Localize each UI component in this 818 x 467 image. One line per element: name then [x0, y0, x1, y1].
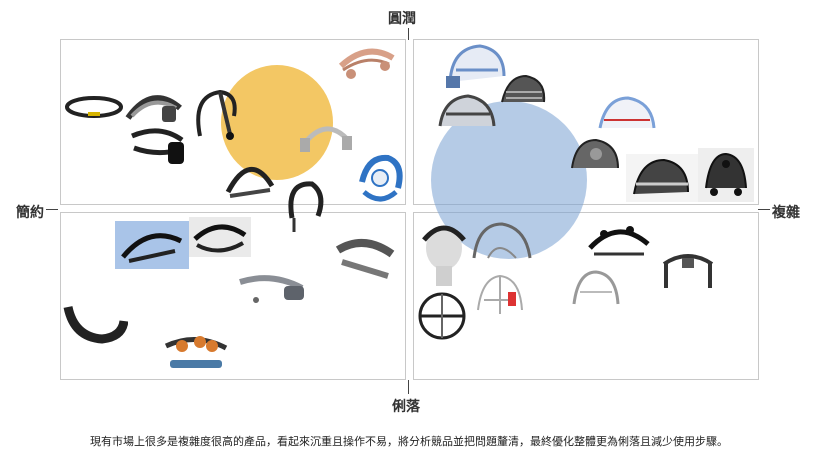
eeg-headset-round-image	[225, 166, 275, 198]
eeg-net-red-image	[477, 274, 523, 314]
eeg-headset-blue-image	[359, 154, 403, 202]
axis-label-sleek: 俐落	[392, 399, 420, 415]
eeg-headband-slim-image	[239, 275, 304, 303]
simple-cluster-highlight	[221, 65, 333, 180]
eeg-cap-white-red-image	[598, 96, 656, 129]
eeg-cap-black-white-image	[626, 154, 698, 202]
axis-tick-left	[46, 209, 58, 210]
eeg-neckband-image	[63, 305, 128, 344]
eeg-headset-arc-image	[196, 89, 237, 140]
axis-label-rounded: 圓潤	[388, 11, 416, 27]
eeg-cap-electrode-image	[698, 148, 754, 202]
eeg-headset-gray-image	[125, 95, 182, 122]
eeg-headset-wired-black-image	[588, 226, 650, 256]
axis-label-simple: 簡約	[16, 205, 44, 221]
eeg-headset-frame-image	[662, 254, 714, 288]
eeg-cap-wire-image	[472, 222, 532, 259]
quadrant-complex-sleek	[413, 212, 759, 380]
eeg-ring-frame-image	[418, 292, 466, 340]
axis-tick-top	[408, 28, 409, 40]
headband-ring-image	[65, 96, 123, 118]
axis-tick-bottom	[408, 380, 409, 394]
eeg-cap-dome-image	[571, 138, 619, 169]
quadrant-simple-sleek	[60, 212, 406, 380]
axis-label-complex: 複雜	[772, 205, 800, 221]
eeg-headset-blue-box-image	[115, 221, 189, 269]
eeg-mannequin-head-image	[422, 225, 466, 286]
eeg-headset-clear-image	[300, 126, 352, 152]
eeg-cap-white-blue-image	[446, 44, 506, 88]
eeg-cap-dark-image	[501, 74, 546, 103]
eeg-headset-pink-image	[338, 48, 395, 79]
eeg-headset-black-image	[131, 128, 184, 164]
eeg-headband-gray-image	[335, 239, 395, 279]
eeg-headset-clip-image	[288, 181, 324, 232]
description-caption: 現有市場上很多是複雜度很高的產品，看起來沉重且操作不易，將分析競品並把問題釐清，…	[90, 435, 728, 448]
eeg-cap-white-net-image	[572, 270, 620, 305]
axis-tick-right	[758, 209, 770, 210]
quadrant-simple-rounded	[60, 39, 406, 205]
quadrant-complex-rounded	[413, 39, 759, 205]
eeg-headset-black-band-image	[189, 217, 251, 257]
eeg-headband-orange-sensor-image	[164, 336, 228, 368]
eeg-cap-gray-image	[438, 94, 496, 127]
